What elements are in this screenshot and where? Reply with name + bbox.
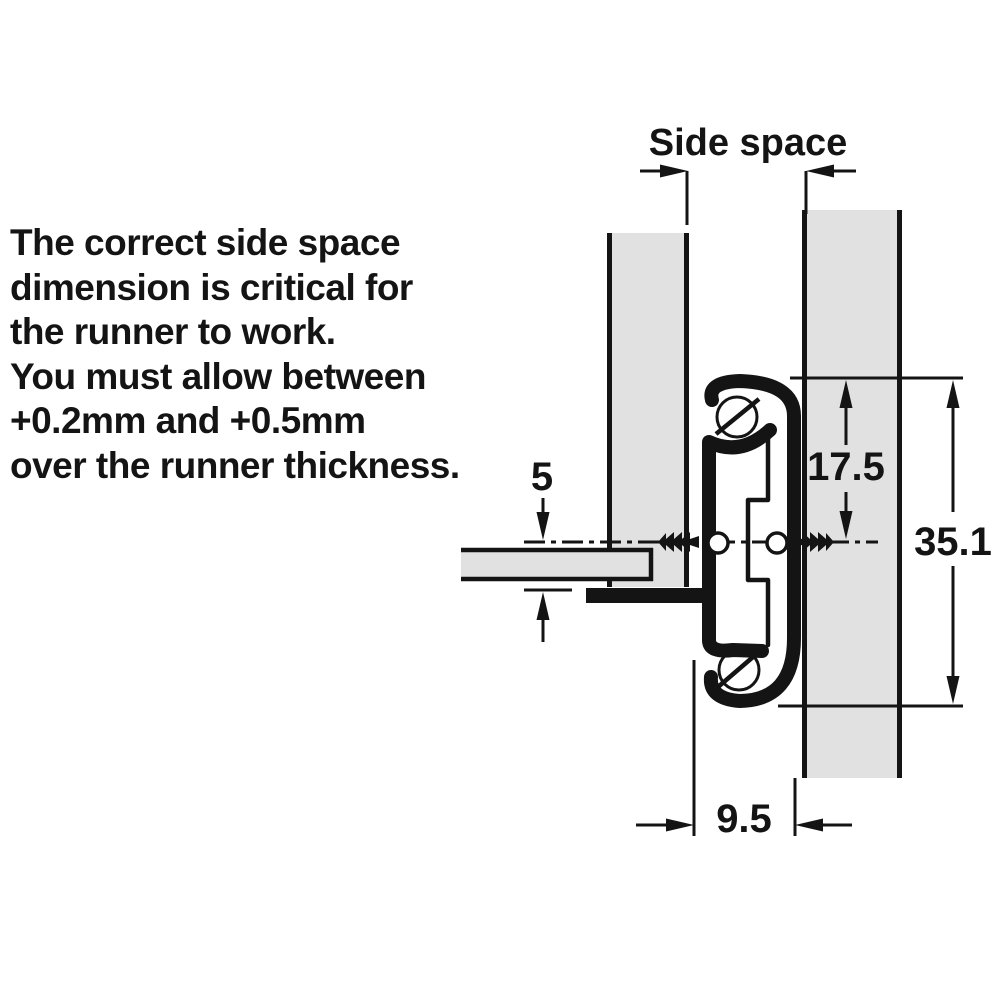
runner-middle-rail xyxy=(745,433,771,648)
instruction-line: You must allow between xyxy=(10,355,426,397)
instruction-line: The correct side space xyxy=(10,222,401,263)
ball-bearing-top xyxy=(714,395,761,439)
cabinet-side-panel-body xyxy=(802,210,902,778)
drawer-side-panel-body xyxy=(607,233,689,587)
cabinet-side-panel-right-edge xyxy=(897,210,902,778)
instruction-line: the runner to work. xyxy=(10,311,336,352)
arrowhead-down xyxy=(536,512,550,540)
dim-35-1: 35.1 xyxy=(914,380,992,704)
instruction-line: +0.2mm and +0.5mm xyxy=(10,400,366,441)
dim-5: 5 xyxy=(524,455,572,642)
ball-top-slash xyxy=(714,397,761,436)
instruction-line: over the runner thickness. xyxy=(10,444,460,486)
drawer-bottom-panel xyxy=(461,547,654,582)
cabinet-side-panel xyxy=(802,210,902,778)
dim-5-value: 5 xyxy=(531,455,553,499)
runner-mounting-flange xyxy=(586,588,716,603)
screw-right xyxy=(793,532,834,552)
drawer-side-panel xyxy=(607,233,689,587)
dim-9-5: 9.5 xyxy=(636,660,852,841)
instruction-line: dimension is critical for xyxy=(10,266,413,308)
dim-side-space: Side space xyxy=(640,122,856,225)
drawer-bottom-panel-body xyxy=(461,548,653,581)
dim-17-5-value: 17.5 xyxy=(807,445,885,489)
screw-hole-right xyxy=(765,531,789,555)
arrowhead-left xyxy=(795,818,823,832)
screw-left xyxy=(658,532,699,552)
arrowhead-left xyxy=(806,164,834,178)
dim-17-5: 17.5 xyxy=(807,380,885,539)
side-space-label: Side space xyxy=(649,122,848,164)
drawer-side-panel-right-edge xyxy=(684,233,689,587)
arrowhead-up xyxy=(536,592,550,620)
arrowhead-right xyxy=(666,818,694,832)
instruction-text: The correct side space dimension is crit… xyxy=(10,221,460,488)
arrowhead-up xyxy=(839,380,853,408)
cabinet-side-panel-left-edge xyxy=(802,210,807,778)
arrowhead-up xyxy=(946,380,960,408)
arrowhead-down xyxy=(839,511,853,539)
dim-35-1-value: 35.1 xyxy=(914,520,992,564)
dim-9-5-value: 9.5 xyxy=(716,797,772,841)
arrowhead-right xyxy=(660,164,688,178)
screw-hole-left xyxy=(706,531,730,555)
drawer-side-panel-left-edge xyxy=(607,233,612,587)
arrowhead-down xyxy=(946,676,960,704)
runner-outer-rail xyxy=(703,374,801,708)
